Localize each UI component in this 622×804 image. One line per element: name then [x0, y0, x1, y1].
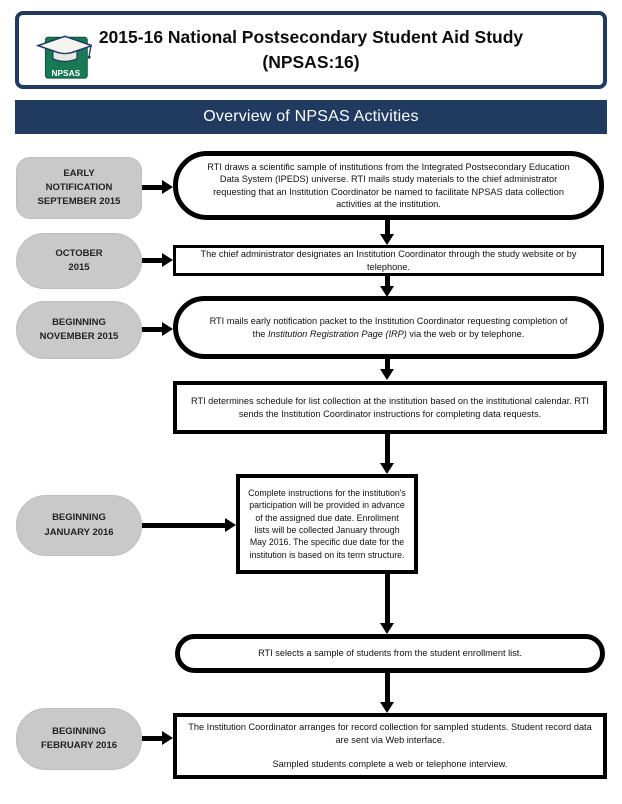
npsas-logo-icon: NPSAS [36, 35, 92, 79]
step7-text1: The Institution Coordinator arranges for… [188, 722, 592, 745]
page-title-line1: 2015-16 National Postsecondary Student A… [98, 26, 524, 47]
arrow-step5-to-step6 [380, 574, 394, 634]
step7-box: The Institution Coordinator arranges for… [173, 713, 607, 779]
step5-text: Complete instructions for the institutio… [248, 488, 406, 560]
date-label-early-notification: EARLY NOTIFICATION SEPTEMBER 2015 [16, 157, 142, 219]
svg-text:NPSAS: NPSAS [51, 68, 80, 78]
step6-text: RTI selects a sample of students from th… [258, 648, 522, 659]
arrow-label2-to-box2 [142, 253, 173, 267]
section-banner: Overview of NPSAS Activities [15, 100, 607, 134]
step1-box: RTI draws a scientific sample of institu… [173, 151, 604, 220]
date-label-january-2016: BEGINNING JANUARY 2016 [16, 495, 142, 556]
step4-text: RTI determines schedule for list collect… [190, 396, 589, 419]
date-label-february-2016: BEGINNING FEBRUARY 2016 [16, 708, 142, 770]
step3-text: RTI mails early notification packet to t… [209, 316, 568, 339]
arrow-label3-to-box3 [142, 322, 173, 336]
page-title: 2015-16 National Postsecondary Student A… [19, 15, 603, 85]
date-label-november-2015: BEGINNING NOVEMBER 2015 [16, 301, 142, 359]
arrow-label5-to-box5 [142, 518, 236, 532]
arrow-step6-to-step7 [380, 673, 394, 713]
step3-text-italic: Institution Registration Page (IRP) [267, 328, 407, 339]
date-label-october-2015: OCTOBER 2015 [16, 233, 142, 289]
step5-box: Complete instructions for the institutio… [236, 474, 418, 574]
step7-text2: Sampled students complete a web or telep… [272, 759, 508, 770]
arrow-step2-to-step3 [380, 276, 394, 297]
arrow-step1-to-step2 [380, 220, 394, 245]
page-title-line2: (NPSAS:16) [262, 52, 360, 72]
header: 2015-16 National Postsecondary Student A… [15, 11, 607, 89]
arrow-step3-to-step4 [380, 359, 394, 380]
step2-text: The chief administrator designates an In… [200, 249, 577, 272]
step6-box: RTI selects a sample of students from th… [175, 634, 605, 673]
arrow-label7-to-box7 [142, 731, 173, 745]
step4-box: RTI determines schedule for list collect… [173, 381, 607, 434]
step1-text: RTI draws a scientific sample of institu… [207, 161, 570, 209]
section-banner-title: Overview of NPSAS Activities [203, 108, 419, 125]
arrow-label1-to-box1 [142, 180, 173, 194]
arrow-step4-to-step5 [380, 434, 394, 474]
step2-box: The chief administrator designates an In… [173, 245, 604, 276]
step3-box: RTI mails early notification packet to t… [173, 296, 604, 359]
